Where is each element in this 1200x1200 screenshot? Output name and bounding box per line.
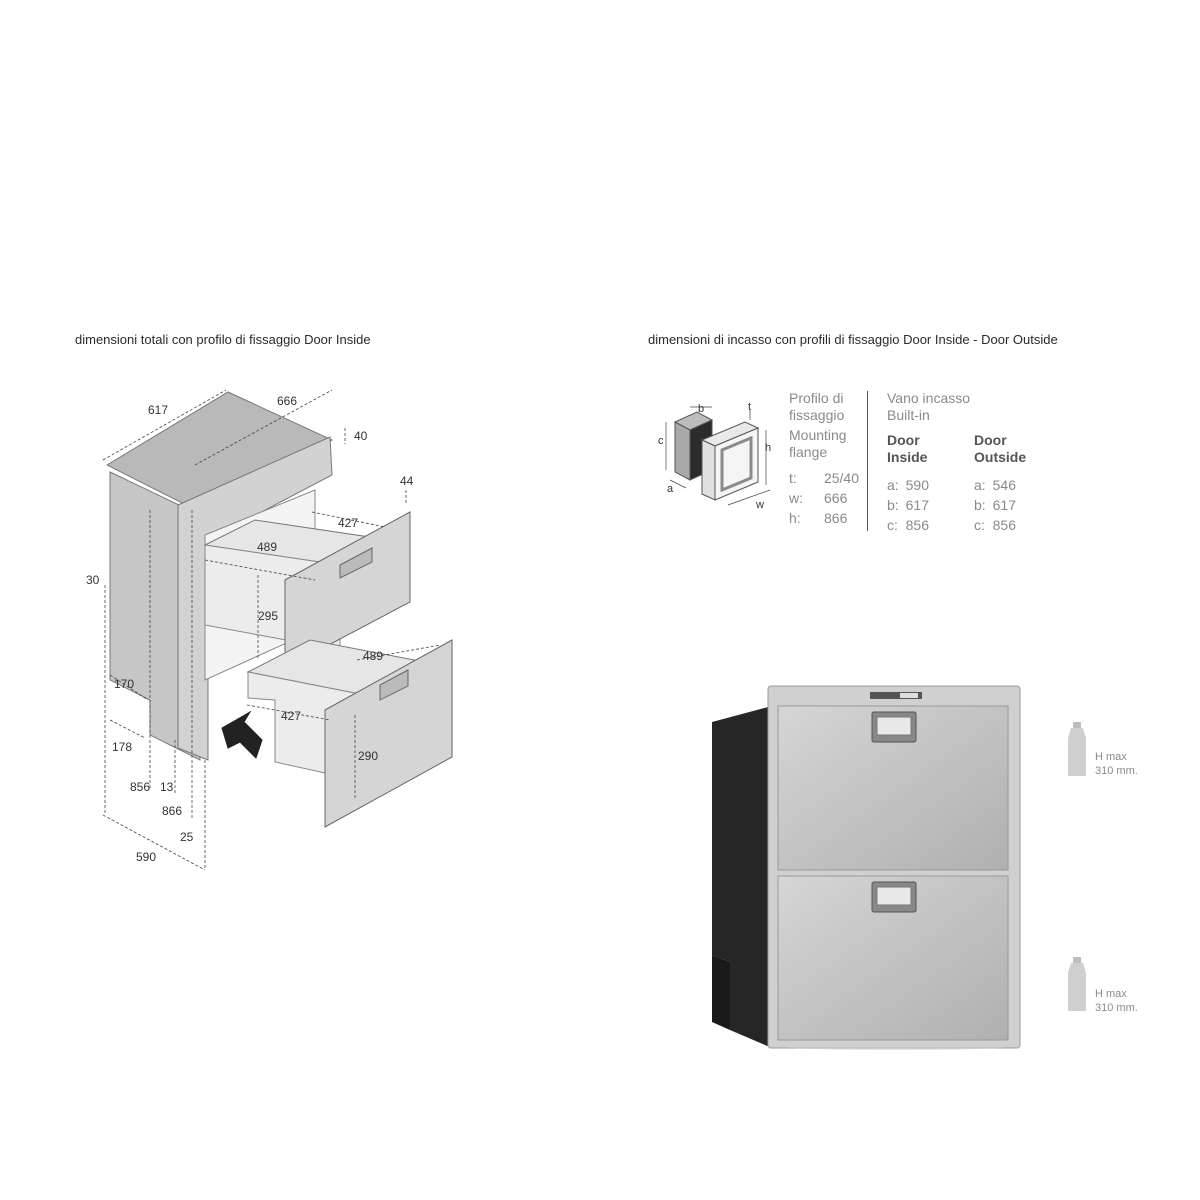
dim-170: 170 [114, 677, 134, 691]
insert-arrow-icon [221, 710, 263, 759]
dim-40: 40 [354, 429, 368, 443]
spec-divider [867, 391, 868, 531]
icon-label-w: w [755, 499, 764, 511]
flange-spec: Profilo di fissaggio Mounting flange t:2… [789, 390, 859, 526]
door-outside-spec: Door Outside a:546 b:617 c:856 [974, 432, 1027, 533]
bottle-icon [1068, 957, 1086, 1011]
dim-427-lower: 427 [281, 709, 301, 723]
dim-13: 13 [160, 780, 174, 794]
icon-label-h: h [765, 442, 771, 454]
left-caption: dimensioni totali con profilo di fissagg… [75, 332, 371, 347]
icon-label-t: t [748, 401, 751, 413]
bottle-icon [1068, 722, 1086, 776]
bottle-label-lower: H max 310 mm. [1095, 988, 1138, 1014]
dim-856: 856 [130, 780, 150, 794]
icon-label-b: b [698, 403, 704, 415]
dim-489-lower: 489 [363, 649, 383, 663]
dim-666: 666 [277, 394, 297, 408]
dim-590: 590 [136, 850, 156, 864]
icon-label-c: c [658, 435, 664, 447]
dim-44: 44 [400, 474, 414, 488]
cabinet-body [712, 706, 772, 1048]
lower-drawer [777, 875, 1009, 1041]
dim-178: 178 [112, 740, 132, 754]
door-inside-spec: Door Inside a:590 b:617 c:856 [887, 432, 929, 533]
dim-25: 25 [180, 830, 194, 844]
dim-427-upper: 427 [338, 516, 358, 530]
dim-617: 617 [148, 403, 168, 417]
bottle-label-upper: H max 310 mm. [1095, 751, 1138, 777]
dimension-drawing: 617 666 40 44 427 489 295 30 489 170 427… [86, 389, 453, 871]
flange-icon: c a b t h w [658, 401, 771, 511]
dim-30: 30 [86, 573, 100, 587]
right-caption: dimensioni di incasso con profili di fis… [648, 332, 1058, 347]
dim-489-upper: 489 [257, 540, 277, 554]
dim-866: 866 [162, 804, 182, 818]
icon-label-a: a [667, 483, 674, 495]
upper-drawer-front [284, 511, 411, 669]
dim-295: 295 [258, 609, 278, 623]
lower-drawer-front [324, 639, 453, 828]
builtin-spec: Vano incasso Built-in [887, 390, 971, 423]
dim-290: 290 [358, 749, 378, 763]
product-photo [712, 685, 1021, 1050]
